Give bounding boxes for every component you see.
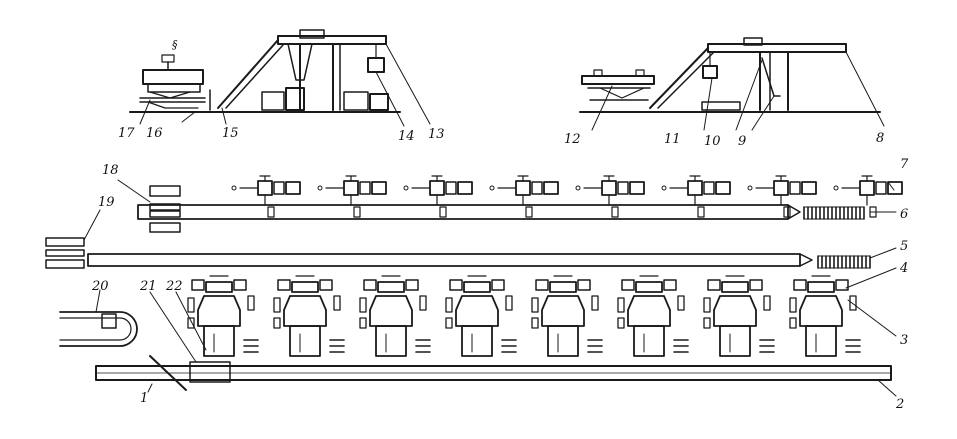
- lower-press-unit: [789, 275, 861, 357]
- upper-unit-row: [231, 175, 903, 218]
- callout-7: 7: [900, 157, 909, 172]
- callout-6: 6: [900, 207, 908, 222]
- callout-21: 21: [139, 279, 157, 294]
- upper-valve-unit: [489, 175, 559, 218]
- callout-11: 11: [664, 132, 681, 147]
- right-gantry-assembly: [579, 37, 881, 113]
- callout-16: 16: [146, 126, 163, 141]
- callout-10: 10: [704, 134, 721, 149]
- coil-spring: [803, 206, 865, 220]
- upper-valve-unit: [403, 175, 473, 218]
- callout-labels: 17 16 15 14 13 12 11 10 9 8 7 6 5 4 3 2 …: [91, 126, 909, 412]
- middle-transfer-bar: [45, 237, 871, 269]
- upper-valve-unit: [575, 175, 645, 218]
- callout-19: 19: [98, 195, 115, 210]
- callout-2: 2: [895, 397, 904, 412]
- callout-17: 17: [118, 126, 135, 141]
- lower-press-unit: [187, 275, 259, 357]
- lower-press-unit: [273, 275, 345, 357]
- callout-18: 18: [102, 163, 119, 178]
- upper-valve-unit: [661, 175, 731, 218]
- lower-press-unit: [359, 275, 431, 357]
- callout-15: 15: [222, 126, 239, 141]
- upper-valve-unit: [231, 175, 301, 218]
- callout-14: 14: [398, 129, 415, 144]
- lower-press-unit: [445, 275, 517, 357]
- callout-3: 3: [900, 333, 908, 348]
- lower-unit-row: [187, 275, 861, 357]
- callout-20: 20: [91, 279, 109, 294]
- callout-22: 22: [165, 279, 183, 294]
- callout-4: 4: [899, 261, 908, 276]
- callout-1: 1: [140, 391, 148, 406]
- bottom-conveyor: [95, 355, 892, 391]
- upper-transfer-bar: [137, 185, 865, 233]
- callout-5: 5: [900, 239, 908, 254]
- callout-13: 13: [428, 127, 445, 142]
- leader-lines: [83, 43, 897, 397]
- return-loop: [59, 311, 138, 347]
- upper-valve-unit: [317, 175, 387, 218]
- svg-text:§: §: [172, 38, 178, 51]
- lower-press-unit: [531, 275, 603, 357]
- callout-12: 12: [564, 132, 581, 147]
- callout-9: 9: [738, 134, 746, 149]
- lower-press-unit: [703, 275, 775, 357]
- upper-valve-unit: [747, 175, 817, 218]
- callout-8: 8: [876, 131, 884, 146]
- left-gantry-assembly: §: [129, 29, 401, 113]
- lower-press-unit: [617, 275, 689, 357]
- coil-spring: [817, 255, 871, 269]
